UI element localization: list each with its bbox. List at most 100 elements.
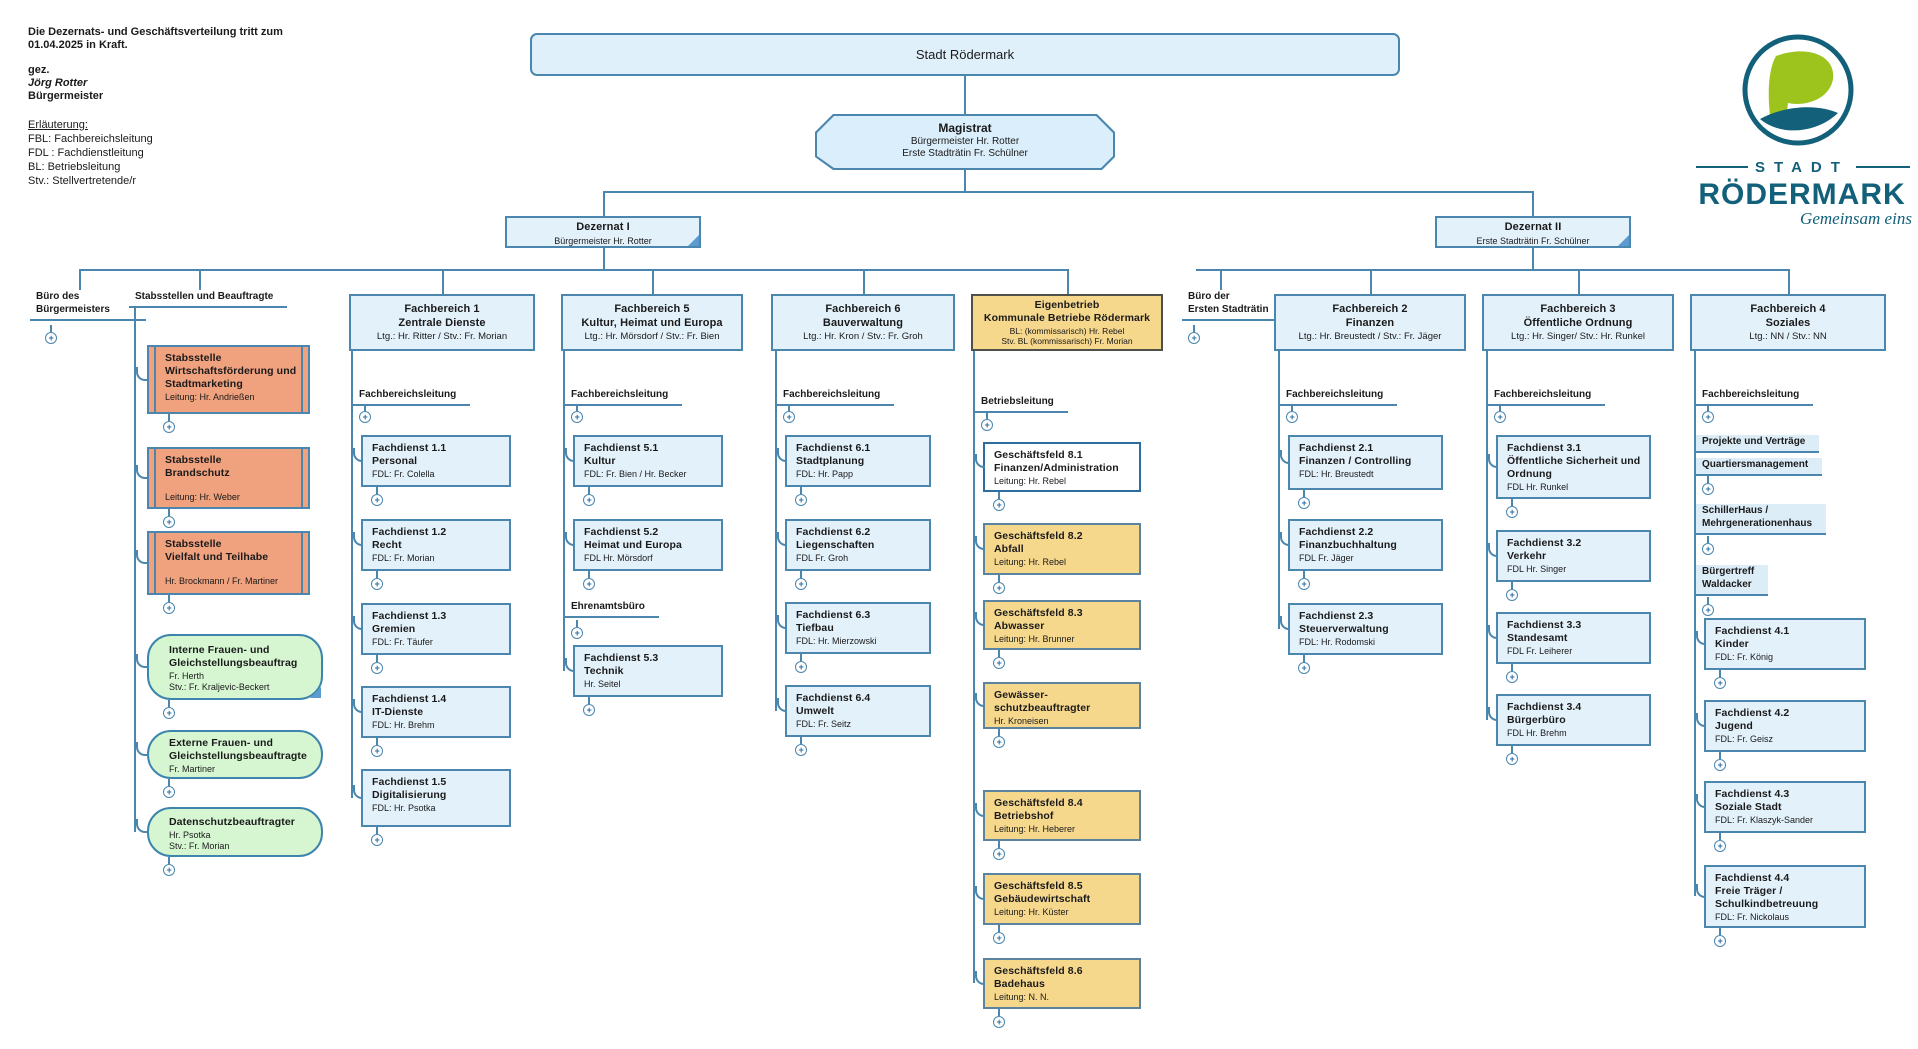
expand-icon[interactable] (371, 827, 383, 846)
expand-icon[interactable] (783, 404, 795, 423)
signed-label: gez. (28, 64, 50, 76)
expand-icon[interactable] (1494, 404, 1506, 423)
expand-icon[interactable] (45, 325, 57, 344)
expand-icon[interactable] (1298, 655, 1310, 674)
node-stabsstelle-wirtschaftsfoerderung[interactable]: Stabsstelle Wirtschaftsförderung und Sta… (136, 345, 310, 414)
expand-icon[interactable] (795, 654, 807, 673)
expand-icon[interactable] (1506, 664, 1518, 683)
expand-icon[interactable] (163, 700, 175, 719)
expand-icon[interactable] (571, 620, 583, 639)
expand-icon[interactable] (795, 737, 807, 756)
spine-fb2 (1278, 351, 1280, 629)
expand-icon[interactable] (1714, 833, 1726, 852)
expand-icon[interactable] (1702, 404, 1714, 423)
expand-icon[interactable] (993, 650, 1005, 669)
expand-icon[interactable] (583, 571, 595, 590)
node-geschaeftsfeld-8-1[interactable]: Geschäftsfeld 8.1 Finanzen/Administratio… (975, 442, 1141, 492)
expand-icon[interactable] (1188, 325, 1200, 344)
node-stadt-roedermark[interactable]: Stadt Rödermark (530, 33, 1400, 76)
expand-icon[interactable] (1702, 476, 1714, 495)
expand-icon[interactable] (1298, 571, 1310, 590)
expand-icon[interactable] (993, 1009, 1005, 1028)
node-fachdienst-3-1[interactable]: Fachdienst 3.1 Öffentliche Sicherheit un… (1488, 435, 1651, 499)
expand-icon[interactable] (1506, 499, 1518, 518)
node-fachdienst-4-4[interactable]: Fachdienst 4.4 Freie Träger / Schulkindb… (1696, 865, 1866, 928)
expand-icon[interactable] (1286, 404, 1298, 423)
expand-icon[interactable] (1298, 490, 1310, 509)
expand-icon[interactable] (371, 738, 383, 757)
node-eigenbetrieb[interactable]: Eigenbetrieb Kommunale Betriebe Rödermar… (971, 294, 1163, 351)
expand-icon[interactable] (1506, 582, 1518, 601)
expand-icon[interactable] (583, 487, 595, 506)
expand-icon[interactable] (795, 487, 807, 506)
expand-icon[interactable] (1714, 928, 1726, 947)
expand-icon[interactable] (993, 729, 1005, 748)
expand-icon[interactable] (163, 595, 175, 614)
expand-icon[interactable] (571, 404, 583, 423)
expand-icon[interactable] (1714, 670, 1726, 689)
expand-icon[interactable] (371, 487, 383, 506)
node-interne-gleichstellungsbeauftragte[interactable]: Interne Frauen- und Gleichstellungsbeauf… (136, 634, 323, 700)
expand-icon[interactable] (1702, 597, 1714, 616)
expand-icon[interactable] (993, 925, 1005, 944)
expand-icon[interactable] (163, 509, 175, 528)
expand-icon[interactable] (1714, 752, 1726, 771)
node-stabsstelle-brandschutz[interactable]: Stabsstelle Brandschutz Leitung: Hr. Web… (136, 447, 310, 509)
title: Fachdienst 2.1 Finanzen / Controlling (1299, 442, 1412, 467)
expand-icon[interactable] (993, 841, 1005, 860)
node-externe-gleichstellungsbeauftragte[interactable]: Externe Frauen- und Gleichstellungsbeauf… (136, 730, 323, 779)
expand-icon[interactable] (163, 857, 175, 876)
expand-icon[interactable] (993, 575, 1005, 594)
node-stabsstelle-vielfalt[interactable]: Stabsstelle Vielfalt und Teilhabe Hr. Br… (136, 531, 310, 595)
expand-icon[interactable] (993, 492, 1005, 511)
expand-icon[interactable] (371, 655, 383, 674)
expand-icon[interactable] (583, 697, 595, 716)
expand-icon[interactable] (795, 571, 807, 590)
expand-icon[interactable] (1702, 536, 1714, 555)
expand-icon[interactable] (371, 571, 383, 590)
expand-icon[interactable] (163, 779, 175, 798)
title: Fachdienst 4.2 Jugend (1715, 707, 1790, 732)
expand-icon[interactable] (359, 404, 371, 423)
expand-icon[interactable] (163, 414, 175, 433)
expand-icon[interactable] (981, 412, 993, 431)
expand-icon[interactable] (1506, 746, 1518, 765)
